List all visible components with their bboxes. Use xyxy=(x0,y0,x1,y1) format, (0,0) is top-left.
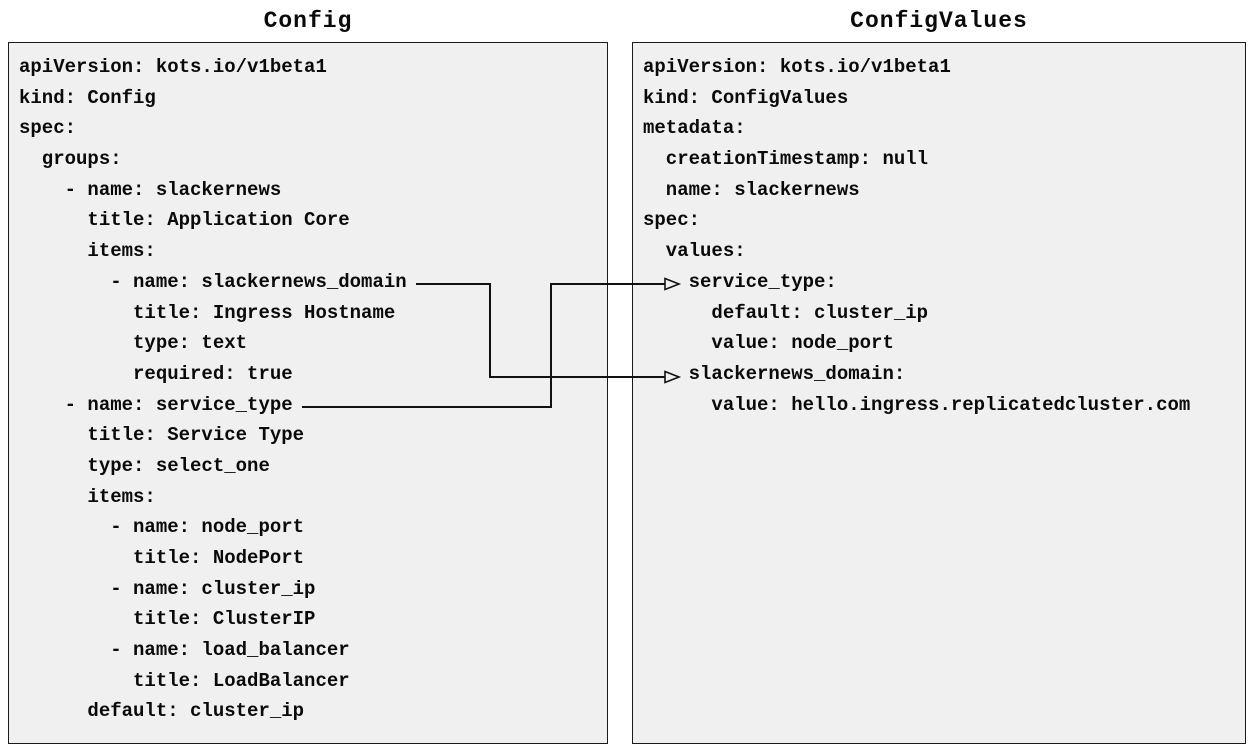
config-panel: apiVersion: kots.io/v1beta1 kind: Config… xyxy=(8,42,608,744)
yaml-line: creationTimestamp: null xyxy=(643,148,929,171)
yaml-line: - name: node_port xyxy=(19,516,305,539)
yaml-line: groups: xyxy=(19,148,122,171)
yaml-line: spec: xyxy=(643,209,701,232)
yaml-line: apiVersion: kots.io/v1beta1 xyxy=(19,56,327,78)
yaml-line: name: slackernews xyxy=(643,178,860,201)
yaml-line-service-type: - name: service_type xyxy=(19,393,293,416)
yaml-line: required: true xyxy=(19,362,293,385)
configvalues-panel: apiVersion: kots.io/v1beta1 kind: Config… xyxy=(632,42,1246,744)
yaml-line: type: text xyxy=(19,332,248,355)
yaml-line: default: cluster_ip xyxy=(643,301,929,324)
yaml-line: - name: slackernews xyxy=(19,178,282,201)
yaml-line: title: ClusterIP xyxy=(19,608,316,631)
yaml-line: kind: ConfigValues xyxy=(643,86,849,109)
yaml-line: kind: Config xyxy=(19,86,156,109)
yaml-line-service-type-value: service_type: xyxy=(643,270,837,293)
yaml-line: type: select_one xyxy=(19,454,270,477)
yaml-line: value: hello.ingress.replicatedcluster.c… xyxy=(643,393,1191,416)
yaml-line: items: xyxy=(19,485,156,508)
yaml-line: default: cluster_ip xyxy=(19,700,305,723)
yaml-line: - name: cluster_ip xyxy=(19,577,316,600)
yaml-line: title: LoadBalancer xyxy=(19,669,350,692)
yaml-line: metadata: xyxy=(643,117,746,140)
yaml-line: items: xyxy=(19,240,156,263)
config-panel-title: Config xyxy=(263,8,353,34)
yaml-line-slackernews-domain-value: slackernews_domain: xyxy=(643,362,906,385)
yaml-line: apiVersion: kots.io/v1beta1 xyxy=(643,56,951,78)
configvalues-panel-title: ConfigValues xyxy=(850,8,1028,34)
yaml-line: spec: xyxy=(19,117,77,140)
yaml-line: title: NodePort xyxy=(19,547,305,569)
yaml-line: - name: load_balancer xyxy=(19,639,350,662)
yaml-line: title: Service Type xyxy=(19,424,305,447)
yaml-line: title: Ingress Hostname xyxy=(19,301,396,324)
yaml-line: values: xyxy=(643,240,746,263)
yaml-line: value: node_port xyxy=(643,332,894,355)
yaml-line: title: Application Core xyxy=(19,209,350,232)
yaml-line-slackernews-domain: - name: slackernews_domain xyxy=(19,270,407,293)
